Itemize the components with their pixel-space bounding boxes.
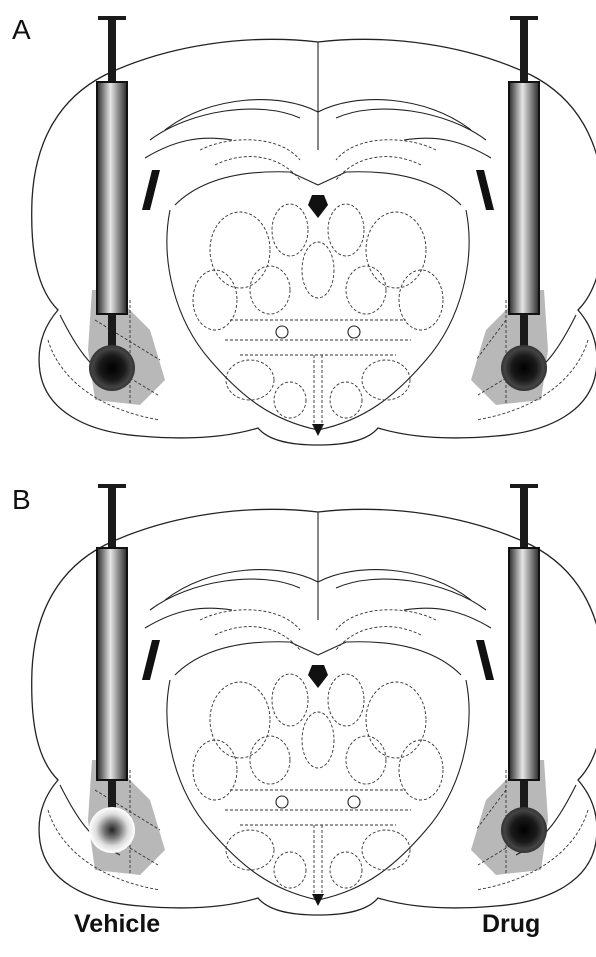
injection-site-right — [501, 807, 547, 853]
panel-a: A — [0, 0, 596, 470]
injection-site-left — [89, 807, 135, 853]
injection-site-left — [89, 345, 135, 391]
brain-section-diagram-b — [0, 470, 596, 940]
panel-b: B — [0, 470, 596, 940]
injection-site-right — [501, 345, 547, 391]
brain-section-diagram-a — [0, 0, 596, 470]
drug-label: Drug — [482, 910, 540, 939]
vehicle-label: Vehicle — [74, 910, 160, 939]
